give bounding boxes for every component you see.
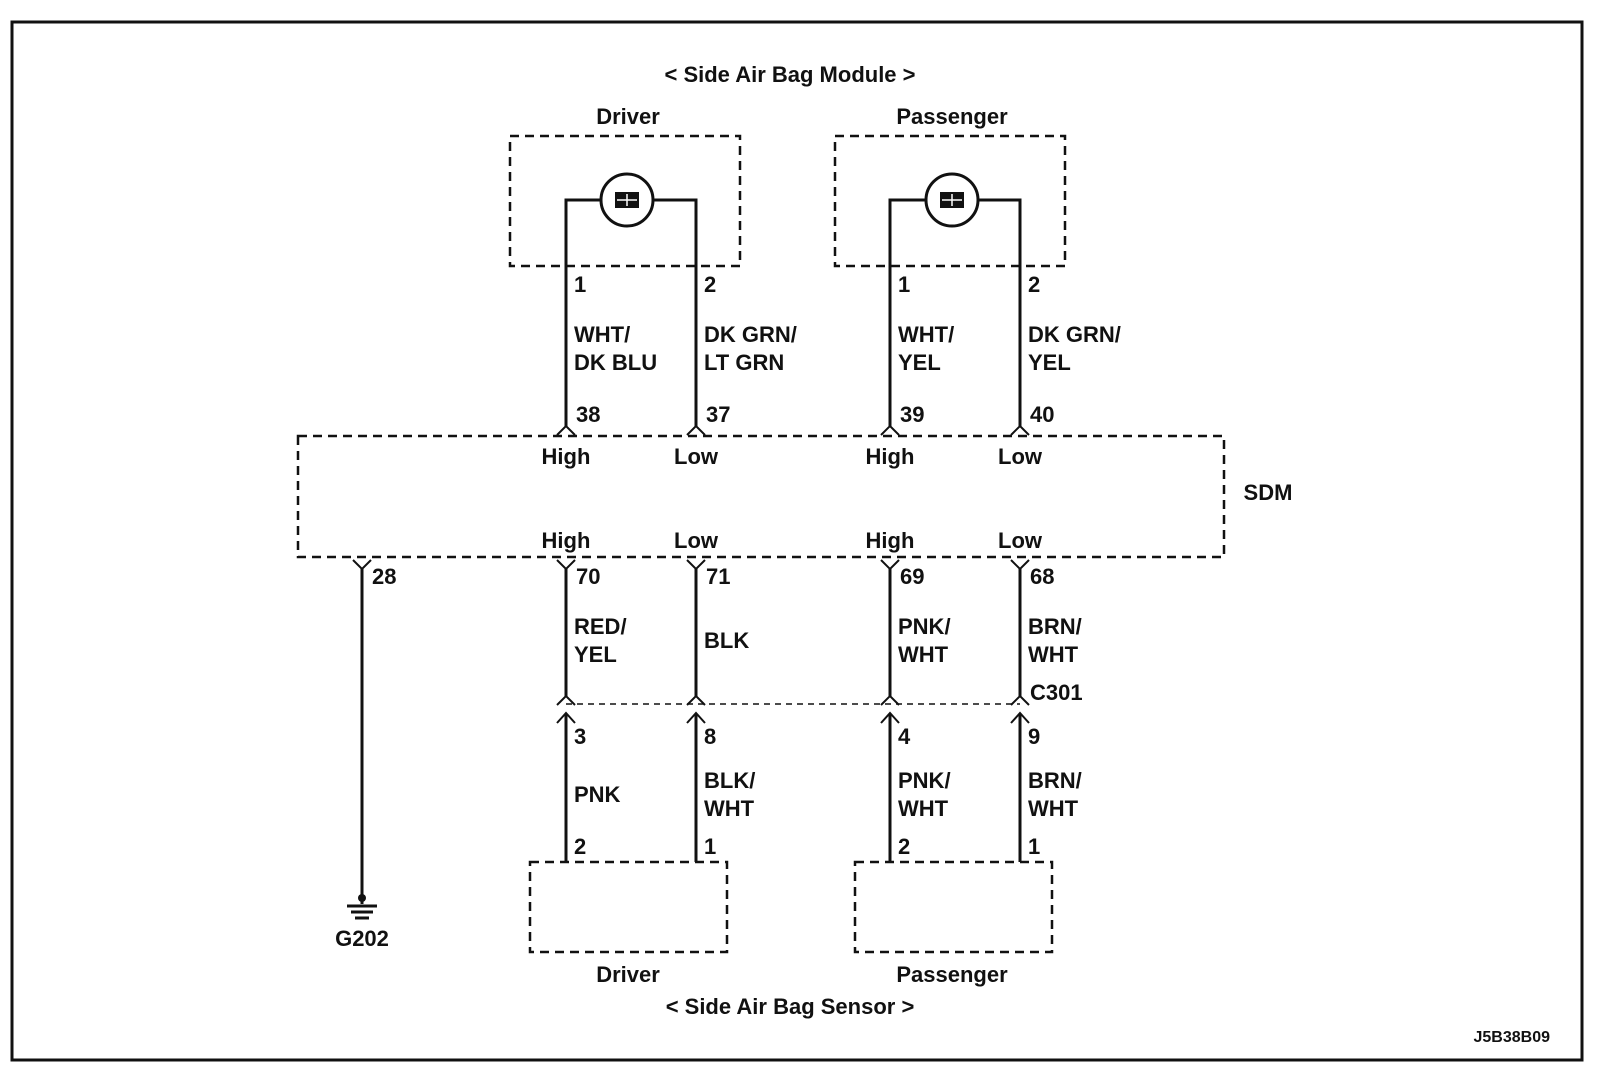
- sdm-bottom-pin-label: High: [866, 528, 915, 553]
- driver-squib-wire-right: [653, 198, 698, 275]
- c301-female-icon: [880, 694, 900, 706]
- wire-color-label: DK GRN/: [704, 322, 797, 347]
- connector-c301-label: C301: [1030, 680, 1083, 705]
- passenger-squib-wire-right: [978, 198, 1022, 275]
- wire-color-label: WHT: [1028, 796, 1079, 821]
- sdm-pin-40: 40: [1030, 402, 1054, 427]
- wire-color-label: DK GRN/: [1028, 322, 1121, 347]
- diagram-frame: [10, 20, 1584, 1062]
- wire-color-label: WHT/: [574, 322, 630, 347]
- sdm-bottom-pin-label: High: [542, 528, 591, 553]
- c301-male-icon: [686, 711, 706, 724]
- driver-sensor-box: [528, 860, 729, 954]
- sdm-bottom-pin-label: Low: [998, 528, 1043, 553]
- sensor-driver-label: Driver: [596, 962, 660, 987]
- wire-color-label: RED/: [574, 614, 627, 639]
- sdm-top-pin-label: Low: [674, 444, 719, 469]
- sdm-top-pin-label: High: [542, 444, 591, 469]
- sensor-driver-pin-1: 1: [704, 834, 716, 859]
- ground-symbol-icon: [347, 894, 377, 920]
- c301-female-icon: [686, 694, 706, 706]
- passenger-squib-wire-left: [888, 198, 926, 275]
- c301-male-icon: [880, 711, 900, 724]
- module-passenger-label: Passenger: [896, 104, 1008, 129]
- sdm-top-pin-label: High: [866, 444, 915, 469]
- sensor-passenger-label: Passenger: [896, 962, 1008, 987]
- sdm-pin-70: 70: [576, 564, 600, 589]
- wire-color-label: WHT: [704, 796, 755, 821]
- ground-label: G202: [335, 926, 389, 951]
- sensor-passenger-pin-1: 1: [1028, 834, 1040, 859]
- side-air-bag-sensor-title: < Side Air Bag Sensor >: [666, 994, 915, 1019]
- c301-female-icon: [1010, 694, 1030, 706]
- module-passenger-pin-1: 1: [898, 272, 910, 297]
- wire-color-label: WHT: [898, 796, 949, 821]
- wire-color-label: BRN/: [1028, 614, 1082, 639]
- diagram-code: J5B38B09: [1474, 1029, 1551, 1046]
- sensor-passenger-pin-2: 2: [898, 834, 910, 859]
- sdm-pin-68: 68: [1030, 564, 1054, 589]
- side-air-bag-module-title: < Side Air Bag Module >: [664, 62, 915, 87]
- sdm-pin-68-connector-icon: [1010, 559, 1030, 571]
- wire-color-label: YEL: [574, 642, 617, 667]
- sdm-pin-70-connector-icon: [556, 559, 576, 571]
- sdm-pin-69: 69: [900, 564, 924, 589]
- wire-color-label: YEL: [1028, 350, 1071, 375]
- sdm-pin-71-connector-icon: [686, 559, 706, 571]
- sdm-bottom-pin-label: Low: [674, 528, 719, 553]
- wire-color-label: PNK/: [898, 614, 951, 639]
- sensor-driver-pin-2: 2: [574, 834, 586, 859]
- module-driver-label: Driver: [596, 104, 660, 129]
- wire-color-label: BLK/: [704, 768, 755, 793]
- sdm-pin-37: 37: [706, 402, 730, 427]
- sdm-pin-38-connector-icon: [556, 424, 576, 436]
- c301-male-icon: [1010, 711, 1030, 724]
- c301-pin-3: 3: [574, 724, 586, 749]
- sdm-pin-38: 38: [576, 402, 600, 427]
- wire-color-label: BLK: [704, 628, 749, 653]
- c301-pin-9: 9: [1028, 724, 1040, 749]
- wire-color-label: LT GRN: [704, 350, 784, 375]
- wire-color-label: WHT: [1028, 642, 1079, 667]
- wire-color-label: DK BLU: [574, 350, 657, 375]
- sdm-pin-39-connector-icon: [880, 424, 900, 436]
- wire-color-label: PNK/: [898, 768, 951, 793]
- passenger-squib-icon: [924, 172, 980, 228]
- sdm-pin-71: 71: [706, 564, 730, 589]
- sdm-label: SDM: [1244, 480, 1293, 505]
- c301-pin-4: 4: [898, 724, 911, 749]
- wire-color-label: WHT/: [898, 322, 954, 347]
- sdm-pin-37-connector-icon: [686, 424, 706, 436]
- sdm-box: [296, 434, 1226, 559]
- passenger-sensor-box: [853, 860, 1054, 954]
- c301-female-icon: [556, 694, 576, 706]
- sdm-pin-28-connector-icon: [352, 559, 372, 571]
- sdm-pin-28: 28: [372, 564, 396, 589]
- wire-color-label: BRN/: [1028, 768, 1082, 793]
- module-driver-pin-1: 1: [574, 272, 586, 297]
- sdm-pin-39: 39: [900, 402, 924, 427]
- wire-color-label: YEL: [898, 350, 941, 375]
- driver-squib-wire-left: [564, 198, 601, 275]
- wire-color-label: WHT: [898, 642, 949, 667]
- driver-squib-icon: [599, 172, 655, 228]
- module-driver-pin-2: 2: [704, 272, 716, 297]
- module-passenger-pin-2: 2: [1028, 272, 1040, 297]
- c301-male-icon: [556, 711, 576, 724]
- sdm-pin-40-connector-icon: [1010, 424, 1030, 436]
- sdm-pin-69-connector-icon: [880, 559, 900, 571]
- sdm-top-pin-label: Low: [998, 444, 1043, 469]
- c301-pin-8: 8: [704, 724, 716, 749]
- wire-color-label: PNK: [574, 782, 621, 807]
